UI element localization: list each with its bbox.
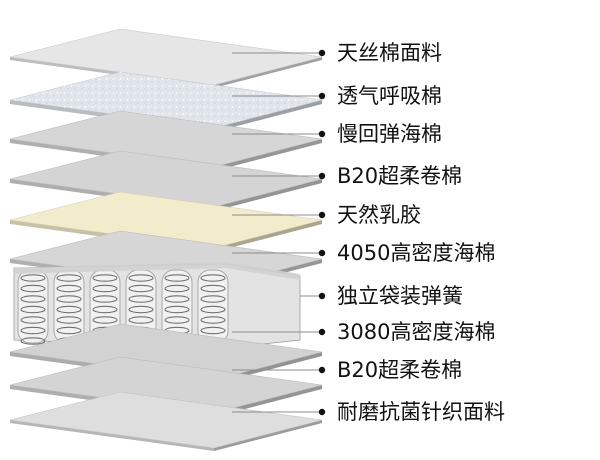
bullet-dot xyxy=(318,292,326,300)
spring-pocket xyxy=(17,269,49,345)
layer-label: B20超柔卷棉 xyxy=(337,164,463,188)
layer-label: 天然乳胶 xyxy=(337,203,421,227)
layer-10-slab xyxy=(9,391,323,451)
bullet-dot xyxy=(318,211,326,219)
bullet-dot xyxy=(318,408,326,416)
bullet-dot xyxy=(318,92,326,100)
spring-pocket xyxy=(197,269,229,345)
layer-label: 天丝棉面料 xyxy=(337,41,442,65)
layer-label: 耐磨抗菌针织面料 xyxy=(337,400,505,424)
bullet-dot xyxy=(318,328,326,336)
layer-label: 透气呼吸棉 xyxy=(337,84,442,108)
layer-label: B20超柔卷棉 xyxy=(337,358,463,382)
bullet-dot xyxy=(318,172,326,180)
bullet-dot xyxy=(318,366,326,374)
layer-7-pocket-springs xyxy=(13,262,301,349)
spring-pocket xyxy=(161,269,193,345)
layer-label: 独立袋装弹簧 xyxy=(337,284,463,308)
layer-label: 3080高密度海棉 xyxy=(337,320,496,344)
bullet-dot xyxy=(318,130,326,138)
layer-label: 慢回弹海棉 xyxy=(337,122,442,146)
spring-pocket xyxy=(53,269,85,345)
bullet-dot xyxy=(318,49,326,57)
bullet-dot xyxy=(318,249,326,257)
layer-label: 4050高密度海棉 xyxy=(337,241,496,265)
